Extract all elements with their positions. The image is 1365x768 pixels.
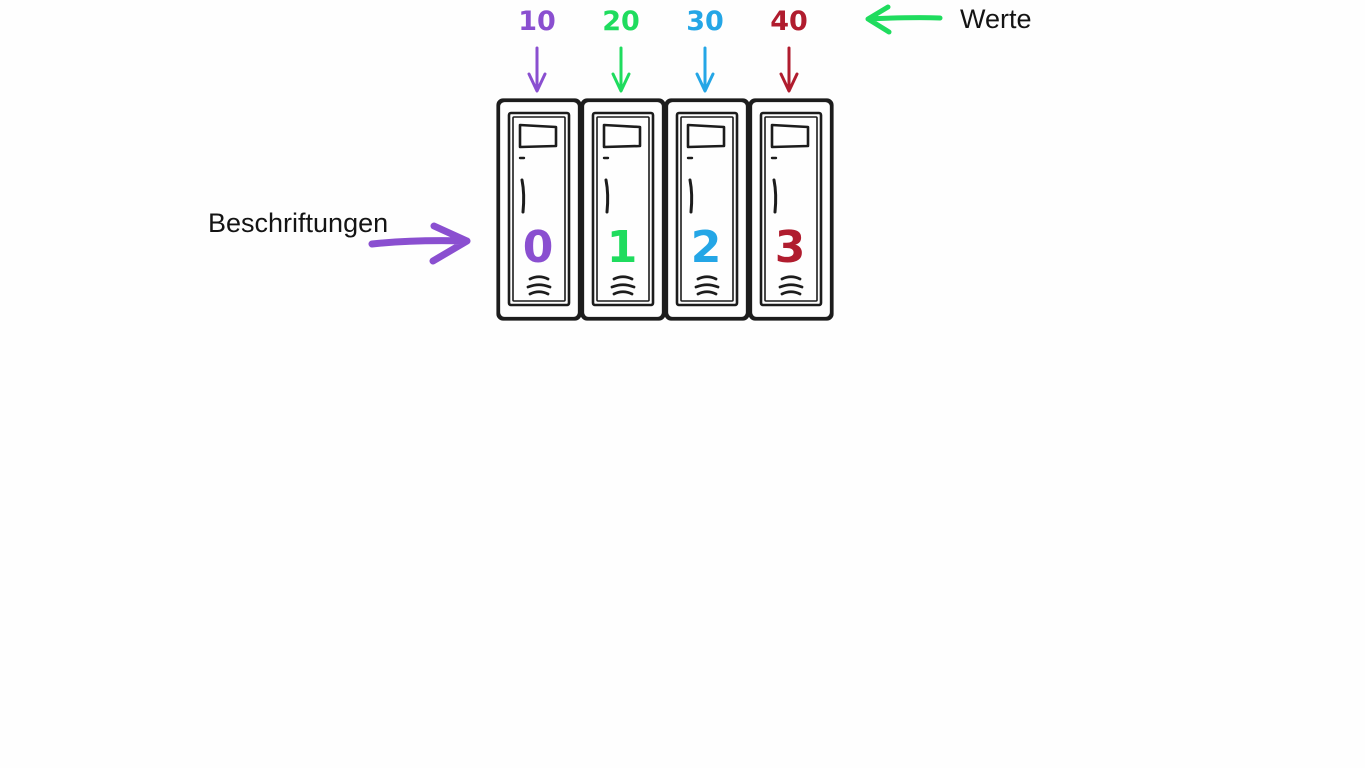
value-label: 40 [770, 6, 808, 37]
locker-3: 40 3 [748, 6, 834, 321]
locker-nameplate [602, 123, 642, 149]
locker-2: 30 2 [664, 6, 750, 321]
values-caption: Werte [960, 4, 1032, 34]
locker-door-inner [596, 116, 650, 302]
locker-door [507, 111, 571, 307]
locker-frame [580, 98, 666, 321]
lockers: 10 0 20 1 30 2 40 3 [496, 6, 834, 321]
locker-frame-sketch [582, 100, 664, 319]
locker-vent [780, 290, 802, 296]
locker-vent [780, 275, 802, 281]
locker-nameplate [686, 123, 726, 149]
value-label: 30 [686, 6, 724, 37]
value-label: 10 [518, 6, 556, 37]
index-label: 2 [691, 222, 722, 273]
locker-frame-sketch [498, 100, 580, 319]
locker-handle [688, 178, 694, 214]
locker-vent [696, 275, 718, 281]
locker-door [759, 111, 823, 307]
value-arrow [695, 46, 715, 93]
value-arrow [527, 46, 547, 93]
locker-frame [748, 98, 834, 321]
locker-frame [664, 98, 750, 321]
index-label: 0 [523, 222, 554, 273]
index-label: 1 [607, 222, 638, 273]
locker-handle [520, 178, 526, 214]
locker-vent [526, 283, 552, 289]
locker-vent [696, 290, 718, 296]
locker-nameplate [770, 123, 810, 149]
locker-frame [496, 98, 582, 321]
indices-caption: Beschriftungen [208, 208, 388, 238]
indices-annotation: Beschriftungen [208, 208, 471, 265]
index-label: 3 [775, 222, 806, 273]
indices-arrow [368, 222, 471, 265]
locker-vent [612, 275, 634, 281]
locker-door-inner [512, 116, 566, 302]
locker-frame-sketch [666, 100, 748, 319]
locker-handle [772, 178, 778, 214]
locker-door-inner [764, 116, 818, 302]
locker-frame-sketch [750, 100, 832, 319]
value-label: 20 [602, 6, 640, 37]
locker-vent [694, 283, 720, 289]
locker-vent [528, 275, 550, 281]
values-arrow [865, 4, 943, 35]
values-annotation: Werte [865, 4, 1032, 35]
locker-door [675, 111, 739, 307]
locker-nameplate [518, 123, 558, 149]
locker-handle [604, 178, 610, 214]
locker-vent [528, 290, 550, 296]
locker-0: 10 0 [496, 6, 582, 321]
locker-door [591, 111, 655, 307]
locker-vent [610, 283, 636, 289]
locker-1: 20 1 [580, 6, 666, 321]
locker-vent [612, 290, 634, 296]
locker-vent [778, 283, 804, 289]
value-arrow [611, 46, 631, 93]
value-arrow [779, 46, 799, 93]
locker-door-inner [680, 116, 734, 302]
